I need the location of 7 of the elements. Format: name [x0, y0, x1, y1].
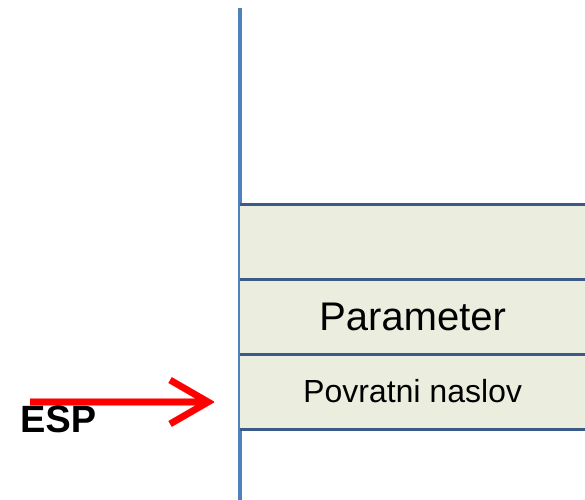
stack-slot [240, 278, 585, 353]
stack-slot [240, 203, 585, 278]
stack-slot [240, 353, 585, 431]
slot-label: Povratni naslov [303, 375, 522, 409]
arrow [30, 376, 212, 428]
register-label: ESP [20, 400, 96, 442]
slot-label: Parameter [319, 296, 506, 338]
